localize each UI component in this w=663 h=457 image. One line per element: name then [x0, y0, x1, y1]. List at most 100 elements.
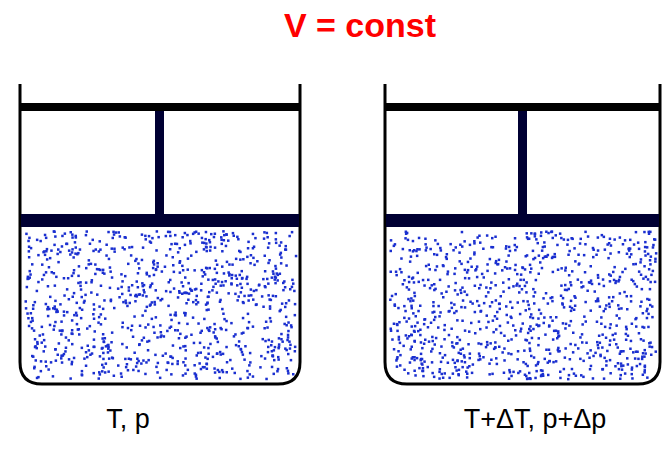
gas-particle: [195, 231, 198, 234]
gas-particle: [153, 301, 156, 304]
gas-particle: [85, 234, 88, 237]
gas-particle: [456, 342, 459, 345]
gas-particle: [208, 330, 211, 333]
gas-particle: [74, 252, 77, 255]
gas-particle: [85, 351, 88, 354]
gas-particle: [255, 304, 258, 307]
gas-particle: [267, 246, 270, 249]
gas-particle: [470, 322, 473, 325]
gas-particle: [455, 246, 458, 249]
gas-particle: [63, 277, 65, 280]
gas-particle: [413, 356, 416, 359]
gas-particle: [433, 319, 436, 322]
gas-particle: [214, 268, 217, 271]
gas-particle: [408, 335, 411, 338]
gas-particle: [185, 349, 188, 352]
gas-particle: [466, 366, 469, 369]
gas-particle: [268, 298, 271, 301]
gas-particle: [44, 234, 47, 237]
gas-particle: [549, 352, 552, 355]
gas-particle: [292, 282, 295, 285]
gas-particle: [197, 352, 200, 355]
gas-particle: [71, 333, 74, 336]
gas-particle: [613, 266, 616, 269]
gas-particle: [538, 254, 541, 257]
gas-particle: [584, 231, 587, 234]
gas-particle: [36, 239, 39, 242]
gas-particle: [285, 248, 288, 251]
gas-particle: [480, 343, 483, 346]
gas-particle: [129, 294, 132, 297]
gas-particle: [152, 267, 155, 270]
gas-particle: [29, 276, 32, 279]
gas-particle: [496, 318, 499, 321]
gas-particle: [534, 377, 537, 380]
gas-particle: [578, 263, 581, 266]
gas-particle: [129, 302, 132, 305]
gas-particle: [153, 260, 156, 263]
gas-particle: [209, 249, 212, 252]
gas-particle: [45, 365, 48, 368]
gas-particle: [609, 327, 612, 330]
gas-particle: [221, 308, 224, 311]
gas-particle: [429, 287, 432, 290]
gas-particle: [206, 250, 209, 253]
gas-particle: [83, 301, 86, 304]
gas-particle: [41, 263, 44, 266]
gas-particle: [411, 277, 414, 280]
gas-particle: [396, 324, 399, 327]
gas-particle: [421, 347, 424, 350]
gas-particle: [154, 354, 157, 357]
gas-particle: [479, 310, 482, 313]
gas-particle: [182, 361, 185, 364]
gas-particle: [519, 313, 522, 316]
gas-particle: [624, 372, 627, 375]
gas-particle: [562, 322, 565, 325]
gas-particle: [459, 339, 462, 342]
gas-particle: [642, 374, 645, 377]
gas-particle: [166, 330, 169, 333]
gas-particle: [100, 323, 103, 326]
gas-particle: [442, 265, 445, 268]
gas-particle: [410, 255, 413, 258]
gas-particle: [418, 237, 421, 240]
gas-particle: [498, 346, 501, 349]
gas-particle: [103, 340, 106, 343]
gas-particle: [287, 370, 290, 373]
gas-particle: [464, 329, 467, 332]
gas-particle: [651, 305, 654, 308]
gas-particle: [415, 250, 418, 253]
gas-particle: [233, 235, 236, 238]
gas-particle: [231, 367, 234, 370]
gas-particle: [559, 232, 562, 235]
gas-particle: [53, 244, 56, 247]
gas-particle: [126, 363, 129, 366]
gas-particle: [93, 303, 96, 306]
gas-particle: [184, 345, 187, 348]
gas-particle: [507, 340, 510, 343]
gas-particle: [70, 332, 73, 335]
gas-particle: [491, 373, 494, 376]
gas-particle: [26, 312, 29, 315]
gas-particle: [120, 376, 123, 379]
gas-particle: [37, 376, 40, 379]
gas-particle: [131, 284, 134, 287]
gas-particle: [625, 328, 628, 331]
gas-particle: [466, 271, 469, 274]
gas-particle: [564, 347, 567, 350]
gas-particle: [442, 377, 445, 380]
gas-particle: [551, 320, 554, 323]
gas-particle: [143, 289, 146, 292]
gas-particle: [633, 243, 636, 246]
gas-particle: [399, 342, 402, 345]
gas-particle: [404, 237, 407, 240]
gas-particle: [541, 249, 544, 252]
gas-particle: [184, 312, 187, 315]
gas-particle: [142, 294, 145, 297]
gas-particle: [618, 279, 621, 282]
gas-particle: [609, 252, 612, 255]
gas-particle: [529, 377, 532, 380]
gas-particle: [268, 259, 271, 262]
gas-particle: [562, 297, 565, 300]
gas-particle: [581, 333, 584, 336]
